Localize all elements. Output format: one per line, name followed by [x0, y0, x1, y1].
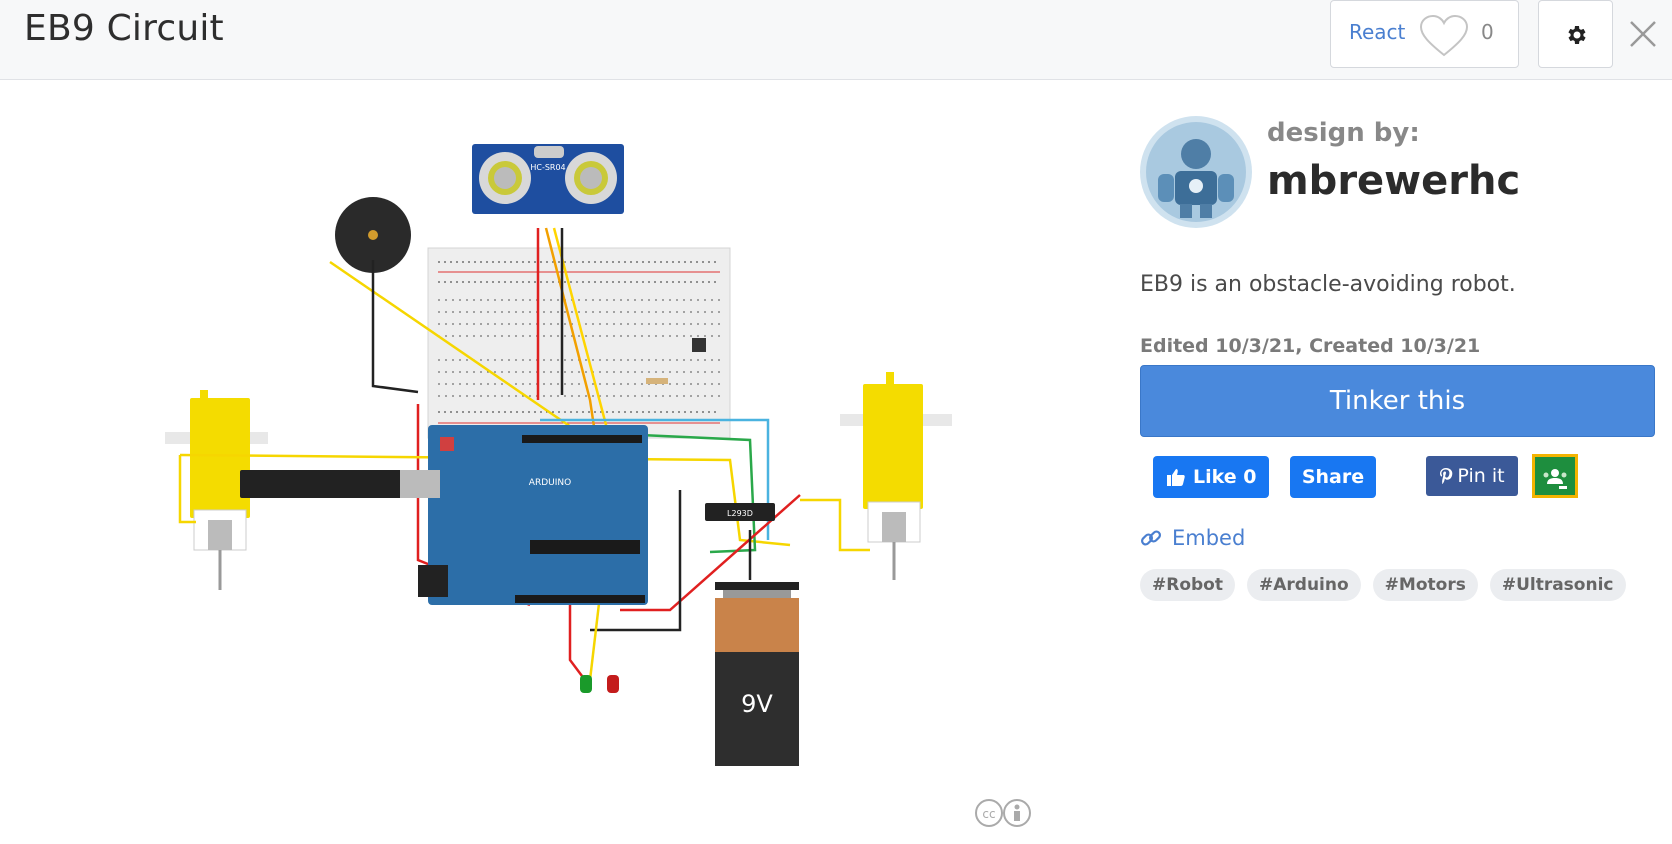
- left-motor: [165, 390, 268, 590]
- heart-icon: [1419, 15, 1469, 57]
- tag-list: #Robot #Arduino #Motors #Ultrasonic: [1140, 569, 1626, 601]
- arduino-board: ARDUINO: [240, 425, 648, 605]
- svg-text:cc: cc: [982, 807, 995, 821]
- top-bar: EB9 Circuit React 0: [0, 0, 1672, 80]
- react-label: React: [1349, 20, 1406, 44]
- like-label: Like 0: [1193, 466, 1257, 488]
- tag-motors[interactable]: #Motors: [1372, 569, 1478, 601]
- motor-driver-chip: L293D: [705, 503, 775, 521]
- pin-label: Pin it: [1457, 465, 1505, 487]
- battery-label: 9V: [741, 690, 773, 718]
- facebook-like-button[interactable]: Like 0: [1153, 456, 1269, 498]
- google-classroom-button[interactable]: [1532, 454, 1578, 498]
- classroom-icon: [1539, 461, 1571, 489]
- chip-label: L293D: [727, 509, 753, 518]
- avatar[interactable]: [1140, 116, 1252, 228]
- settings-button[interactable]: [1538, 0, 1613, 68]
- page-title: EB9 Circuit: [24, 8, 224, 49]
- react-count: 0: [1481, 20, 1494, 44]
- right-motor: [840, 372, 952, 580]
- tag-ultrasonic[interactable]: #Ultrasonic: [1489, 569, 1626, 601]
- gear-icon: [1568, 26, 1586, 44]
- pinterest-icon: [1440, 468, 1453, 484]
- edit-dates: Edited 10/3/21, Created 10/3/21: [1140, 335, 1481, 357]
- battery: 9V: [715, 582, 799, 766]
- buzzer: [335, 197, 411, 273]
- embed-label: Embed: [1172, 526, 1246, 550]
- tag-robot[interactable]: #Robot: [1140, 569, 1235, 601]
- tag-arduino[interactable]: #Arduino: [1247, 569, 1361, 601]
- design-description: EB9 is an obstacle-avoiding robot.: [1140, 272, 1516, 297]
- circuit-preview: HC-SR04: [150, 140, 1050, 840]
- facebook-share-button[interactable]: Share: [1290, 456, 1376, 498]
- tinker-this-button[interactable]: Tinker this: [1140, 365, 1655, 437]
- sensor-label: HC-SR04: [530, 163, 565, 172]
- react-button[interactable]: React 0: [1330, 0, 1519, 68]
- author-name[interactable]: mbrewerhc: [1267, 158, 1521, 204]
- breadboard: [427, 247, 731, 439]
- ultrasonic-sensor: HC-SR04: [472, 144, 624, 214]
- thumbs-up-icon: [1167, 469, 1185, 486]
- creative-commons-icon: cc: [975, 799, 1031, 827]
- arduino-label: ARDUINO: [529, 478, 571, 488]
- pinterest-pin-button[interactable]: Pin it: [1426, 456, 1518, 496]
- design-by-label: design by:: [1267, 118, 1420, 148]
- close-icon[interactable]: [1625, 16, 1661, 52]
- leds: [580, 675, 619, 693]
- link-icon: [1140, 530, 1162, 546]
- embed-link[interactable]: Embed: [1140, 526, 1245, 550]
